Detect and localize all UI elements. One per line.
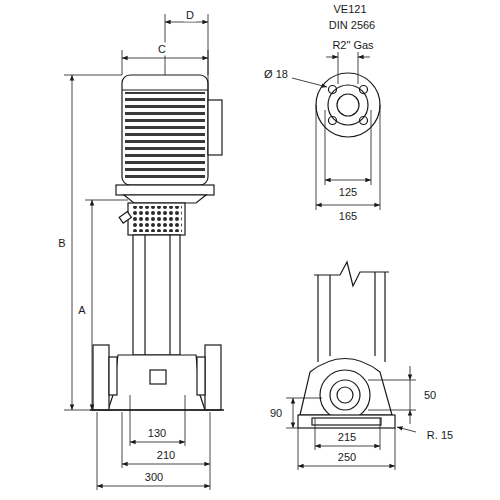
dimension-value: 215 [336, 431, 358, 444]
side-view [298, 262, 395, 428]
hole-diameter: Ø 18 [262, 68, 290, 81]
thread-size: R2" Gas [330, 39, 375, 52]
dimension-value: 130 [146, 427, 168, 440]
standard-name: DIN 2566 [327, 19, 377, 32]
dimension-value: 165 [337, 210, 359, 223]
flange-view [316, 73, 380, 137]
radius-note: R. 15 [425, 429, 455, 442]
dimension-letter: C [156, 43, 168, 56]
dimension-value: 250 [336, 451, 358, 464]
dimension-value: 50 [422, 389, 438, 402]
dimension-letter: D [184, 9, 196, 22]
dimension-value: 125 [337, 186, 359, 199]
dimension-value: 210 [155, 449, 177, 462]
dimension-letter: A [76, 304, 87, 317]
pump-elevation [90, 75, 224, 410]
dimension-letter: B [56, 237, 67, 250]
dimension-lines [64, 14, 210, 490]
flange-dimensions [292, 52, 380, 210]
dimension-value: 300 [143, 471, 165, 484]
model-name: VE121 [331, 3, 368, 16]
side-dimensions [286, 366, 416, 470]
dimension-value: 90 [268, 407, 284, 420]
